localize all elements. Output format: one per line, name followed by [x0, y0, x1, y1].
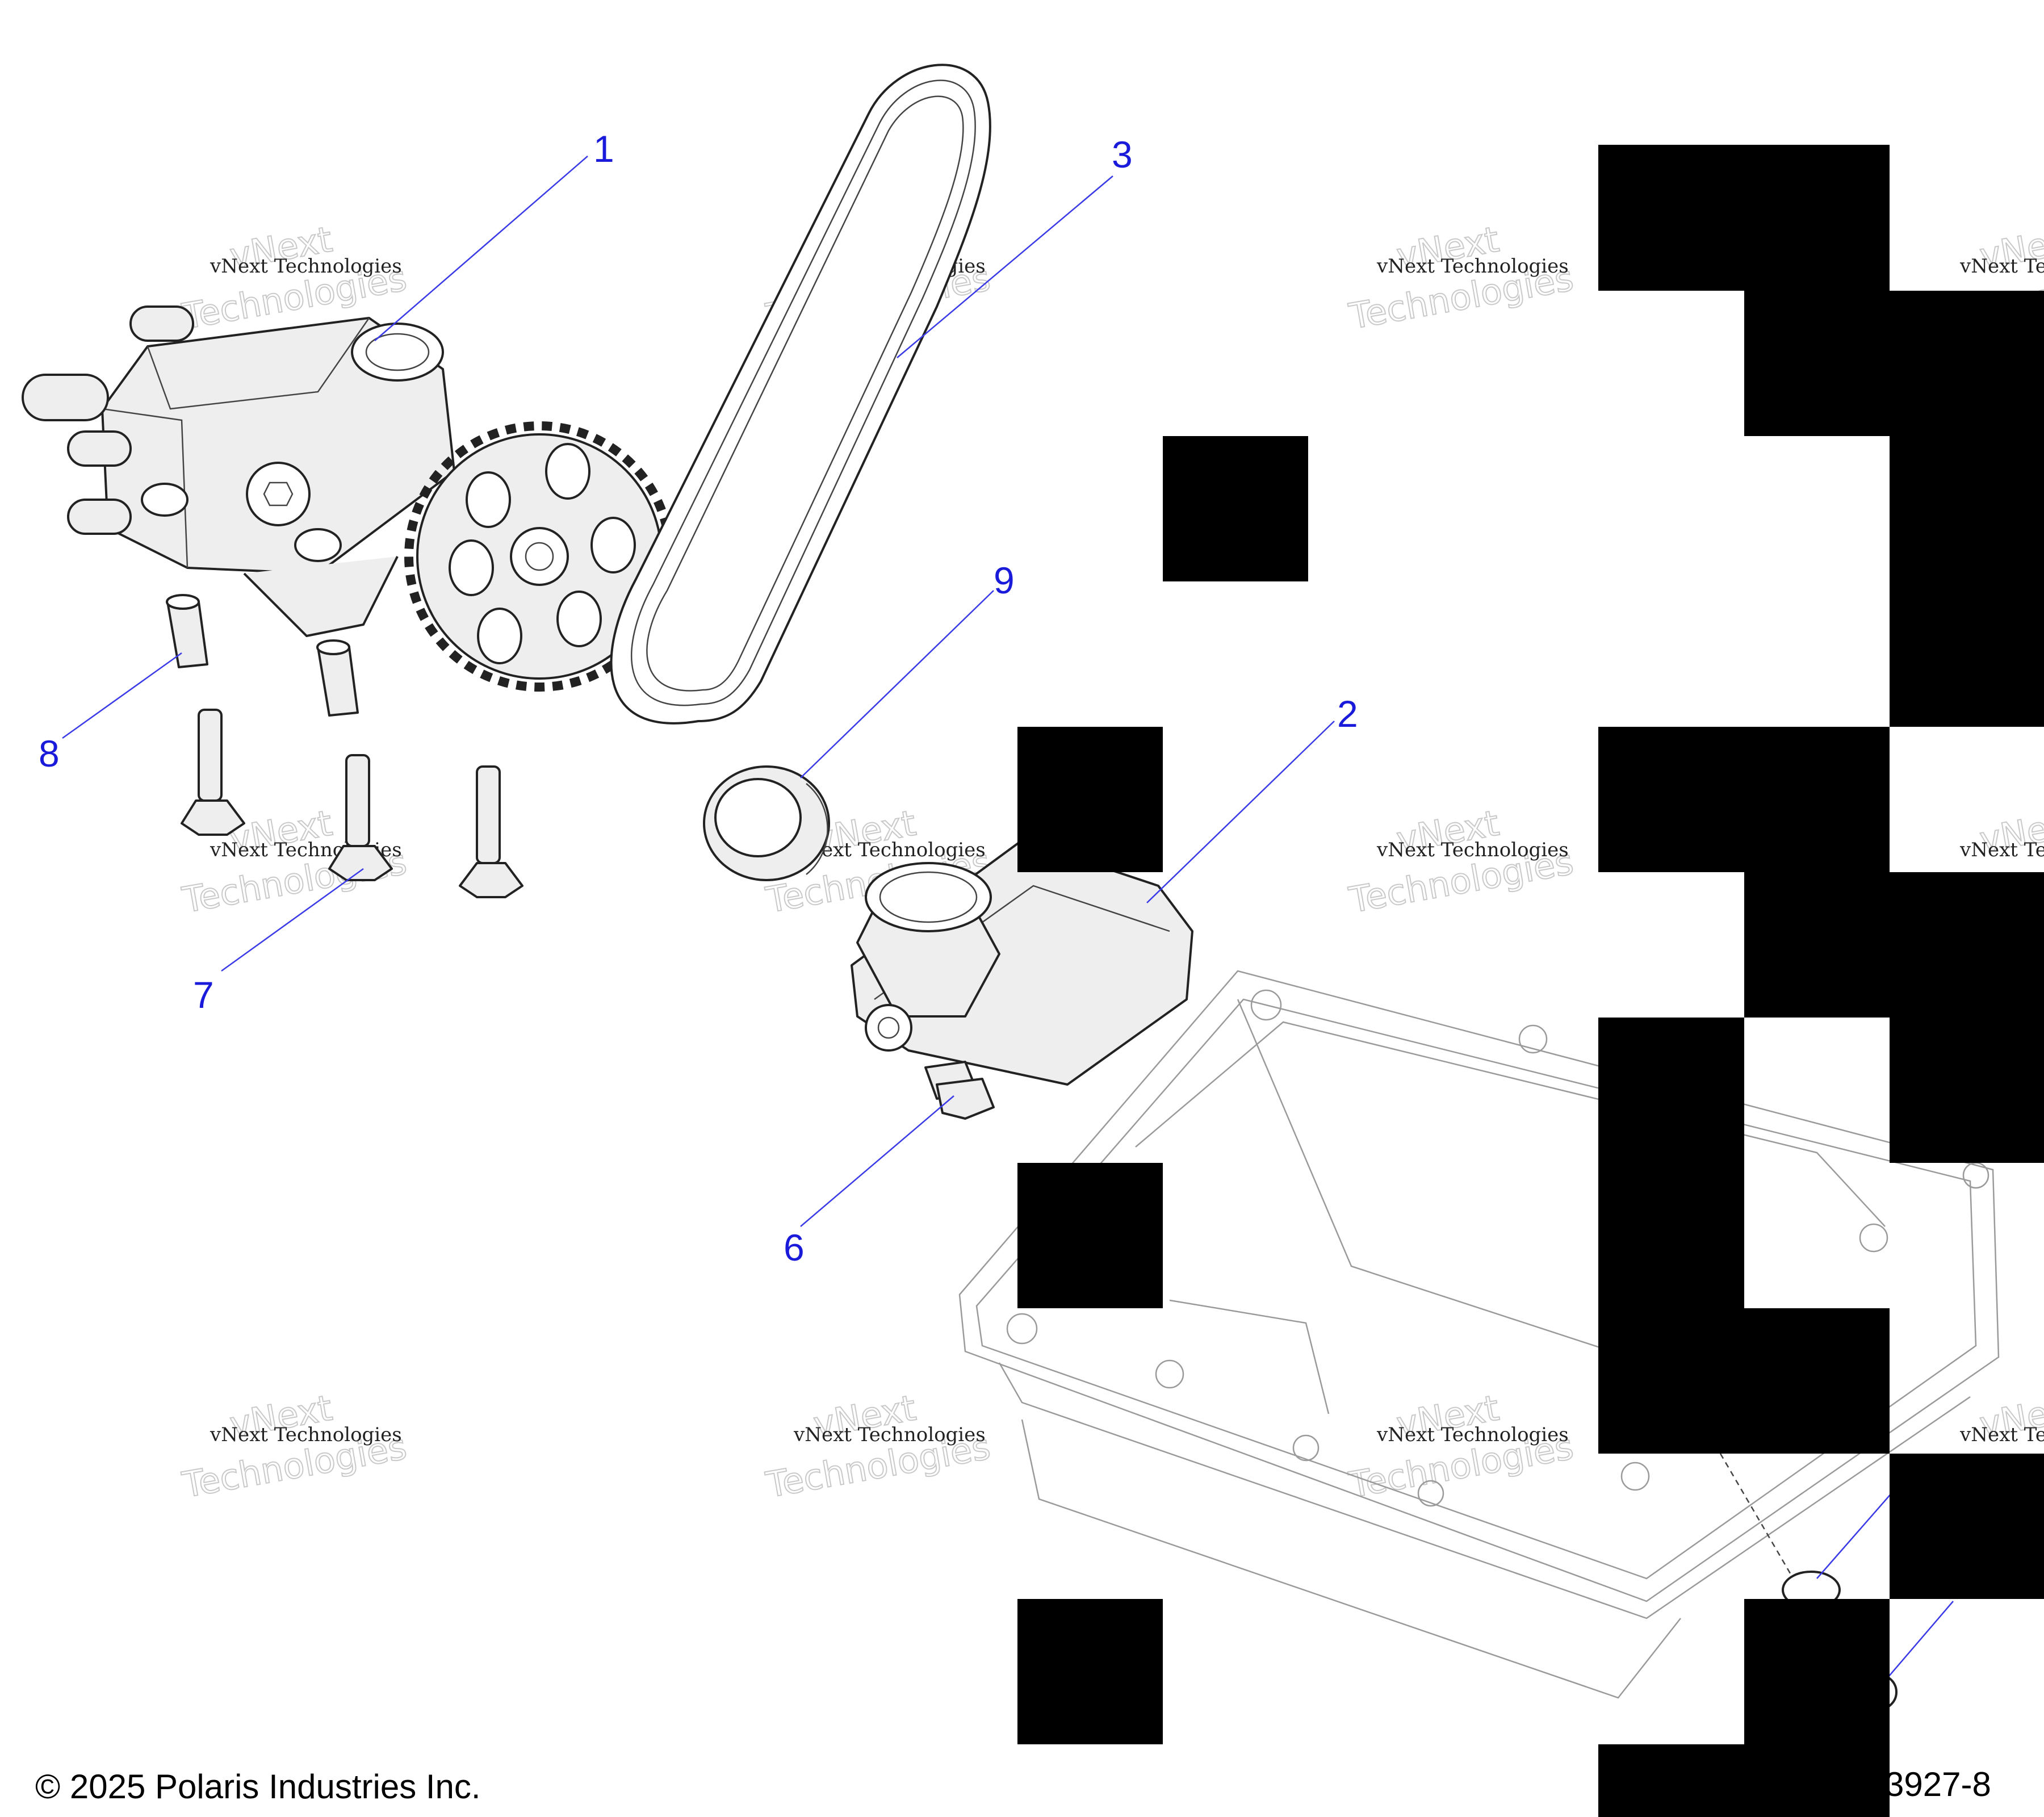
leader-line-1 [374, 156, 588, 341]
leader-line-3 [897, 175, 1113, 358]
redaction-block [1598, 1018, 1744, 1308]
watermark: Technologies vNext vNext Technologies [1345, 217, 1577, 338]
redaction-block [1163, 436, 1308, 581]
leader-line-9 [800, 590, 994, 778]
callouts: 1 2 3 6 7 8 9 [39, 128, 1358, 1268]
watermark: Technologies vNext vNext Technologies [762, 1386, 994, 1506]
seal-ring [703, 765, 830, 881]
strainer-screw [924, 1061, 995, 1120]
bolts [181, 709, 523, 898]
svg-text:vNext Technologies: vNext Technologies [1959, 839, 2044, 861]
redaction-block [1744, 1599, 1890, 1817]
svg-text:vNext Technologies: vNext Technologies [210, 255, 402, 278]
callout-2: 2 [1337, 693, 1358, 735]
redaction-blocks [1017, 145, 2044, 1817]
svg-text:vNext Technologies: vNext Technologies [1376, 1424, 1569, 1446]
redaction-block [1017, 727, 1163, 872]
redaction-block [1890, 1018, 2044, 1163]
redaction-block [1598, 1308, 1890, 1454]
svg-text:vNext Technologies: vNext Technologies [1376, 839, 1569, 861]
svg-text:vNext Technologies: vNext Technologies [793, 1424, 986, 1446]
dowel-pins [166, 594, 359, 717]
redaction-block [1017, 1163, 1163, 1308]
leader-line-7 [221, 868, 364, 972]
svg-text:vNext Technologies: vNext Technologies [1959, 255, 2044, 278]
leader-lines [62, 156, 1954, 1681]
leader-line-2 [1146, 721, 1335, 903]
watermark: Technologies vNext vNext Technologies [178, 1386, 410, 1506]
leader-line-extra [1884, 1601, 1954, 1681]
watermark: Technologies vNext vNext Technologies [1345, 1386, 1577, 1506]
redaction-block [1598, 1744, 1744, 1817]
redaction-block [1890, 436, 2044, 727]
callout-3: 3 [1112, 133, 1133, 175]
svg-text:vNext Technologies: vNext Technologies [1376, 255, 1569, 278]
oil-strainer [851, 839, 1193, 1086]
redaction-block [1890, 1454, 2044, 1599]
callout-9: 9 [994, 559, 1015, 601]
callout-6: 6 [784, 1226, 805, 1268]
redaction-block [1744, 291, 2044, 436]
callout-7: 7 [193, 974, 214, 1016]
redaction-block [1598, 727, 1890, 872]
watermark: Technologies vNext vNext Technologies [178, 217, 410, 338]
redaction-block [1598, 145, 1890, 291]
leader-line-extra [1816, 1487, 1897, 1579]
leader-line-6 [800, 1095, 954, 1227]
svg-text:vNext Technologies: vNext Technologies [210, 1424, 402, 1446]
oil-pump [22, 305, 455, 637]
callout-1: 1 [593, 128, 614, 170]
redaction-block [1744, 872, 2044, 1018]
copyright-text: © 2025 Polaris Industries Inc. [35, 1768, 481, 1806]
figure-id: 3927-8 [1885, 1765, 1991, 1803]
callout-8: 8 [39, 732, 60, 774]
leader-line-8 [62, 652, 182, 739]
svg-text:vNext Technologies: vNext Technologies [1959, 1424, 2044, 1446]
redaction-block [1017, 1599, 1163, 1744]
oil-pan [958, 970, 2000, 1699]
drive-belt [610, 64, 991, 725]
watermark: Technologies vNext vNext Technologies [1345, 801, 1577, 922]
